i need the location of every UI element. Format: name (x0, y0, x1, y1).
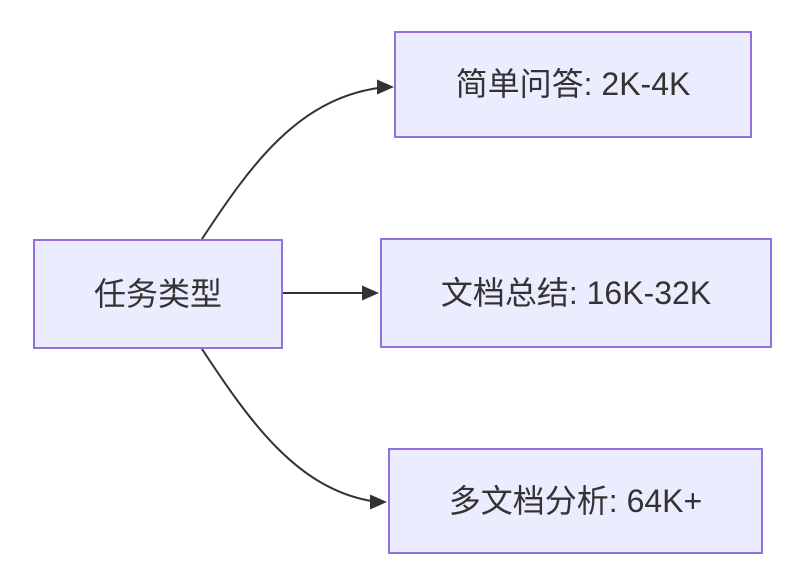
edge-root-to-multi (201, 348, 372, 502)
node-simple-qa: 简单问答: 2K-4K (394, 31, 752, 138)
node-multi-doc-analysis-label: 多文档分析: 64K+ (448, 482, 703, 519)
arrowhead-summary-icon (362, 285, 379, 301)
arrowhead-qa-icon (377, 79, 394, 95)
edge-root-to-qa (201, 87, 379, 240)
node-simple-qa-label: 简单问答: 2K-4K (455, 66, 691, 103)
arrowhead-multi-icon (370, 494, 387, 510)
node-doc-summary-label: 文档总结: 16K-32K (440, 274, 712, 311)
node-doc-summary: 文档总结: 16K-32K (380, 238, 772, 348)
node-task-type: 任务类型 (33, 239, 283, 349)
node-task-type-label: 任务类型 (93, 275, 222, 312)
node-multi-doc-analysis: 多文档分析: 64K+ (388, 448, 763, 554)
